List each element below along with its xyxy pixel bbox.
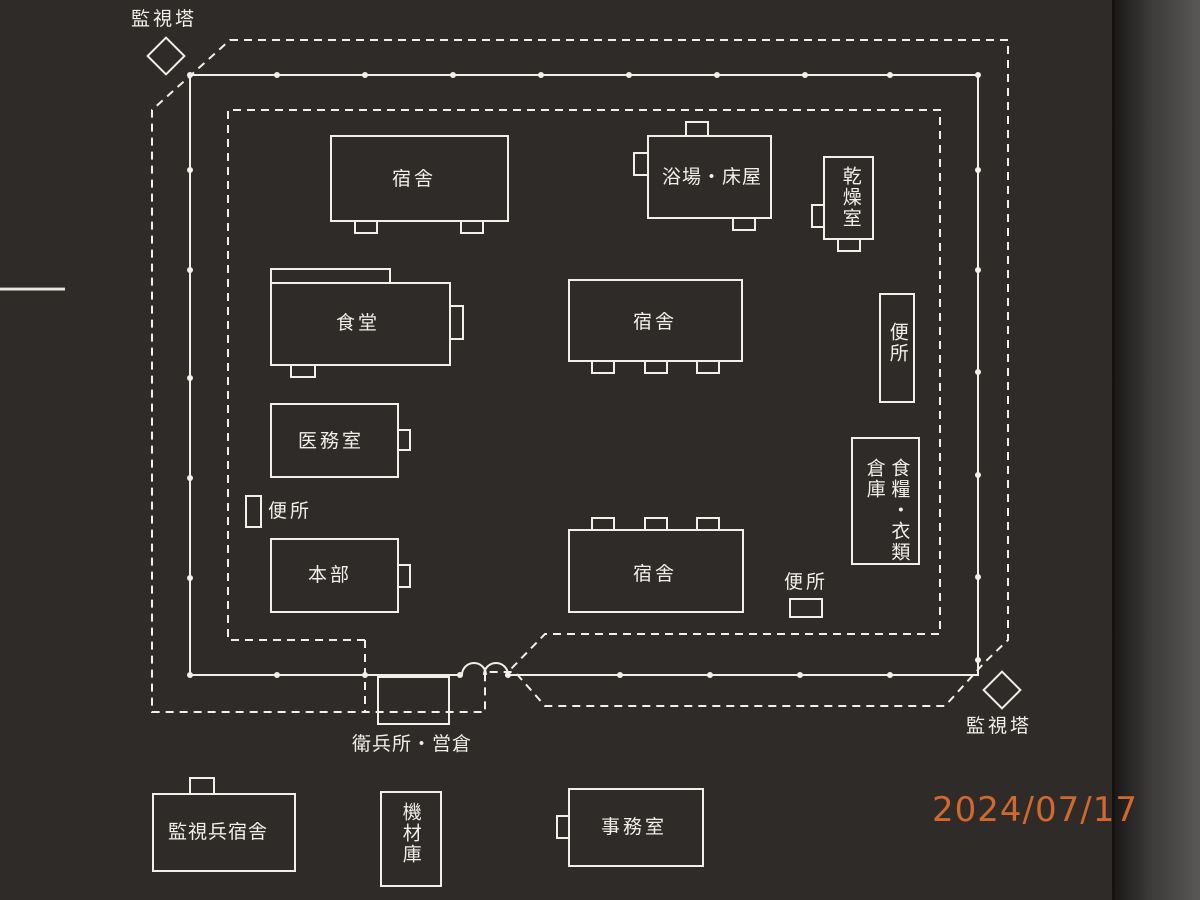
building-toilet-right bbox=[879, 293, 915, 403]
outer-dashed-perimeter bbox=[151, 39, 1009, 713]
label-headquarters: 本部 bbox=[308, 564, 353, 586]
label-bath-barber: 浴場・床屋 bbox=[662, 166, 763, 188]
fence-left bbox=[189, 74, 979, 676]
label-dorm-top: 宿舎 bbox=[392, 168, 437, 190]
building-toilet-left bbox=[245, 495, 262, 528]
label-guardhouse: 衛兵所・営倉 bbox=[352, 733, 473, 755]
label-dorm-middle: 宿舎 bbox=[633, 311, 678, 333]
label-food-clothing-storage: 食糧・衣類倉庫 bbox=[863, 458, 911, 563]
label-clinic: 医務室 bbox=[298, 430, 365, 452]
label-equipment-storage: 機材庫 bbox=[399, 802, 422, 865]
label-toilet-left: 便所 bbox=[268, 500, 313, 522]
building-equipment-storage bbox=[380, 791, 442, 887]
label-watchtower-nw: 監視塔 bbox=[131, 8, 198, 30]
label-watchtower-se: 監視塔 bbox=[966, 715, 1033, 737]
label-dorm-bottom: 宿舎 bbox=[633, 563, 678, 585]
label-toilet-right: 便所 bbox=[886, 322, 909, 364]
label-office: 事務室 bbox=[601, 816, 668, 838]
inner-dashed-boundary bbox=[227, 109, 941, 673]
wall-background bbox=[1115, 0, 1200, 900]
label-guard-quarters: 監視兵宿舎 bbox=[168, 821, 269, 843]
cropped-text-glyph: ⸺ bbox=[0, 250, 67, 316]
label-drying-room: 乾燥室 bbox=[839, 166, 862, 229]
building-dorm-top bbox=[330, 135, 509, 222]
label-toilet-bottom: 便所 bbox=[784, 571, 829, 593]
fence-posts bbox=[187, 72, 981, 678]
building-bath-barber bbox=[647, 135, 772, 219]
watchtower-nw bbox=[146, 36, 186, 76]
gate-arc-right bbox=[483, 662, 509, 676]
building-toilet-bottom bbox=[789, 598, 823, 618]
building-guard-quarters bbox=[152, 793, 296, 872]
photo-date-stamp: 2024/07/17 bbox=[932, 790, 1138, 830]
watchtower-se bbox=[982, 670, 1022, 710]
label-dining-hall: 食堂 bbox=[336, 312, 381, 334]
building-food-clothing-storage bbox=[851, 437, 920, 565]
gate-arc-left bbox=[461, 662, 487, 676]
building-guardhouse bbox=[377, 676, 450, 725]
